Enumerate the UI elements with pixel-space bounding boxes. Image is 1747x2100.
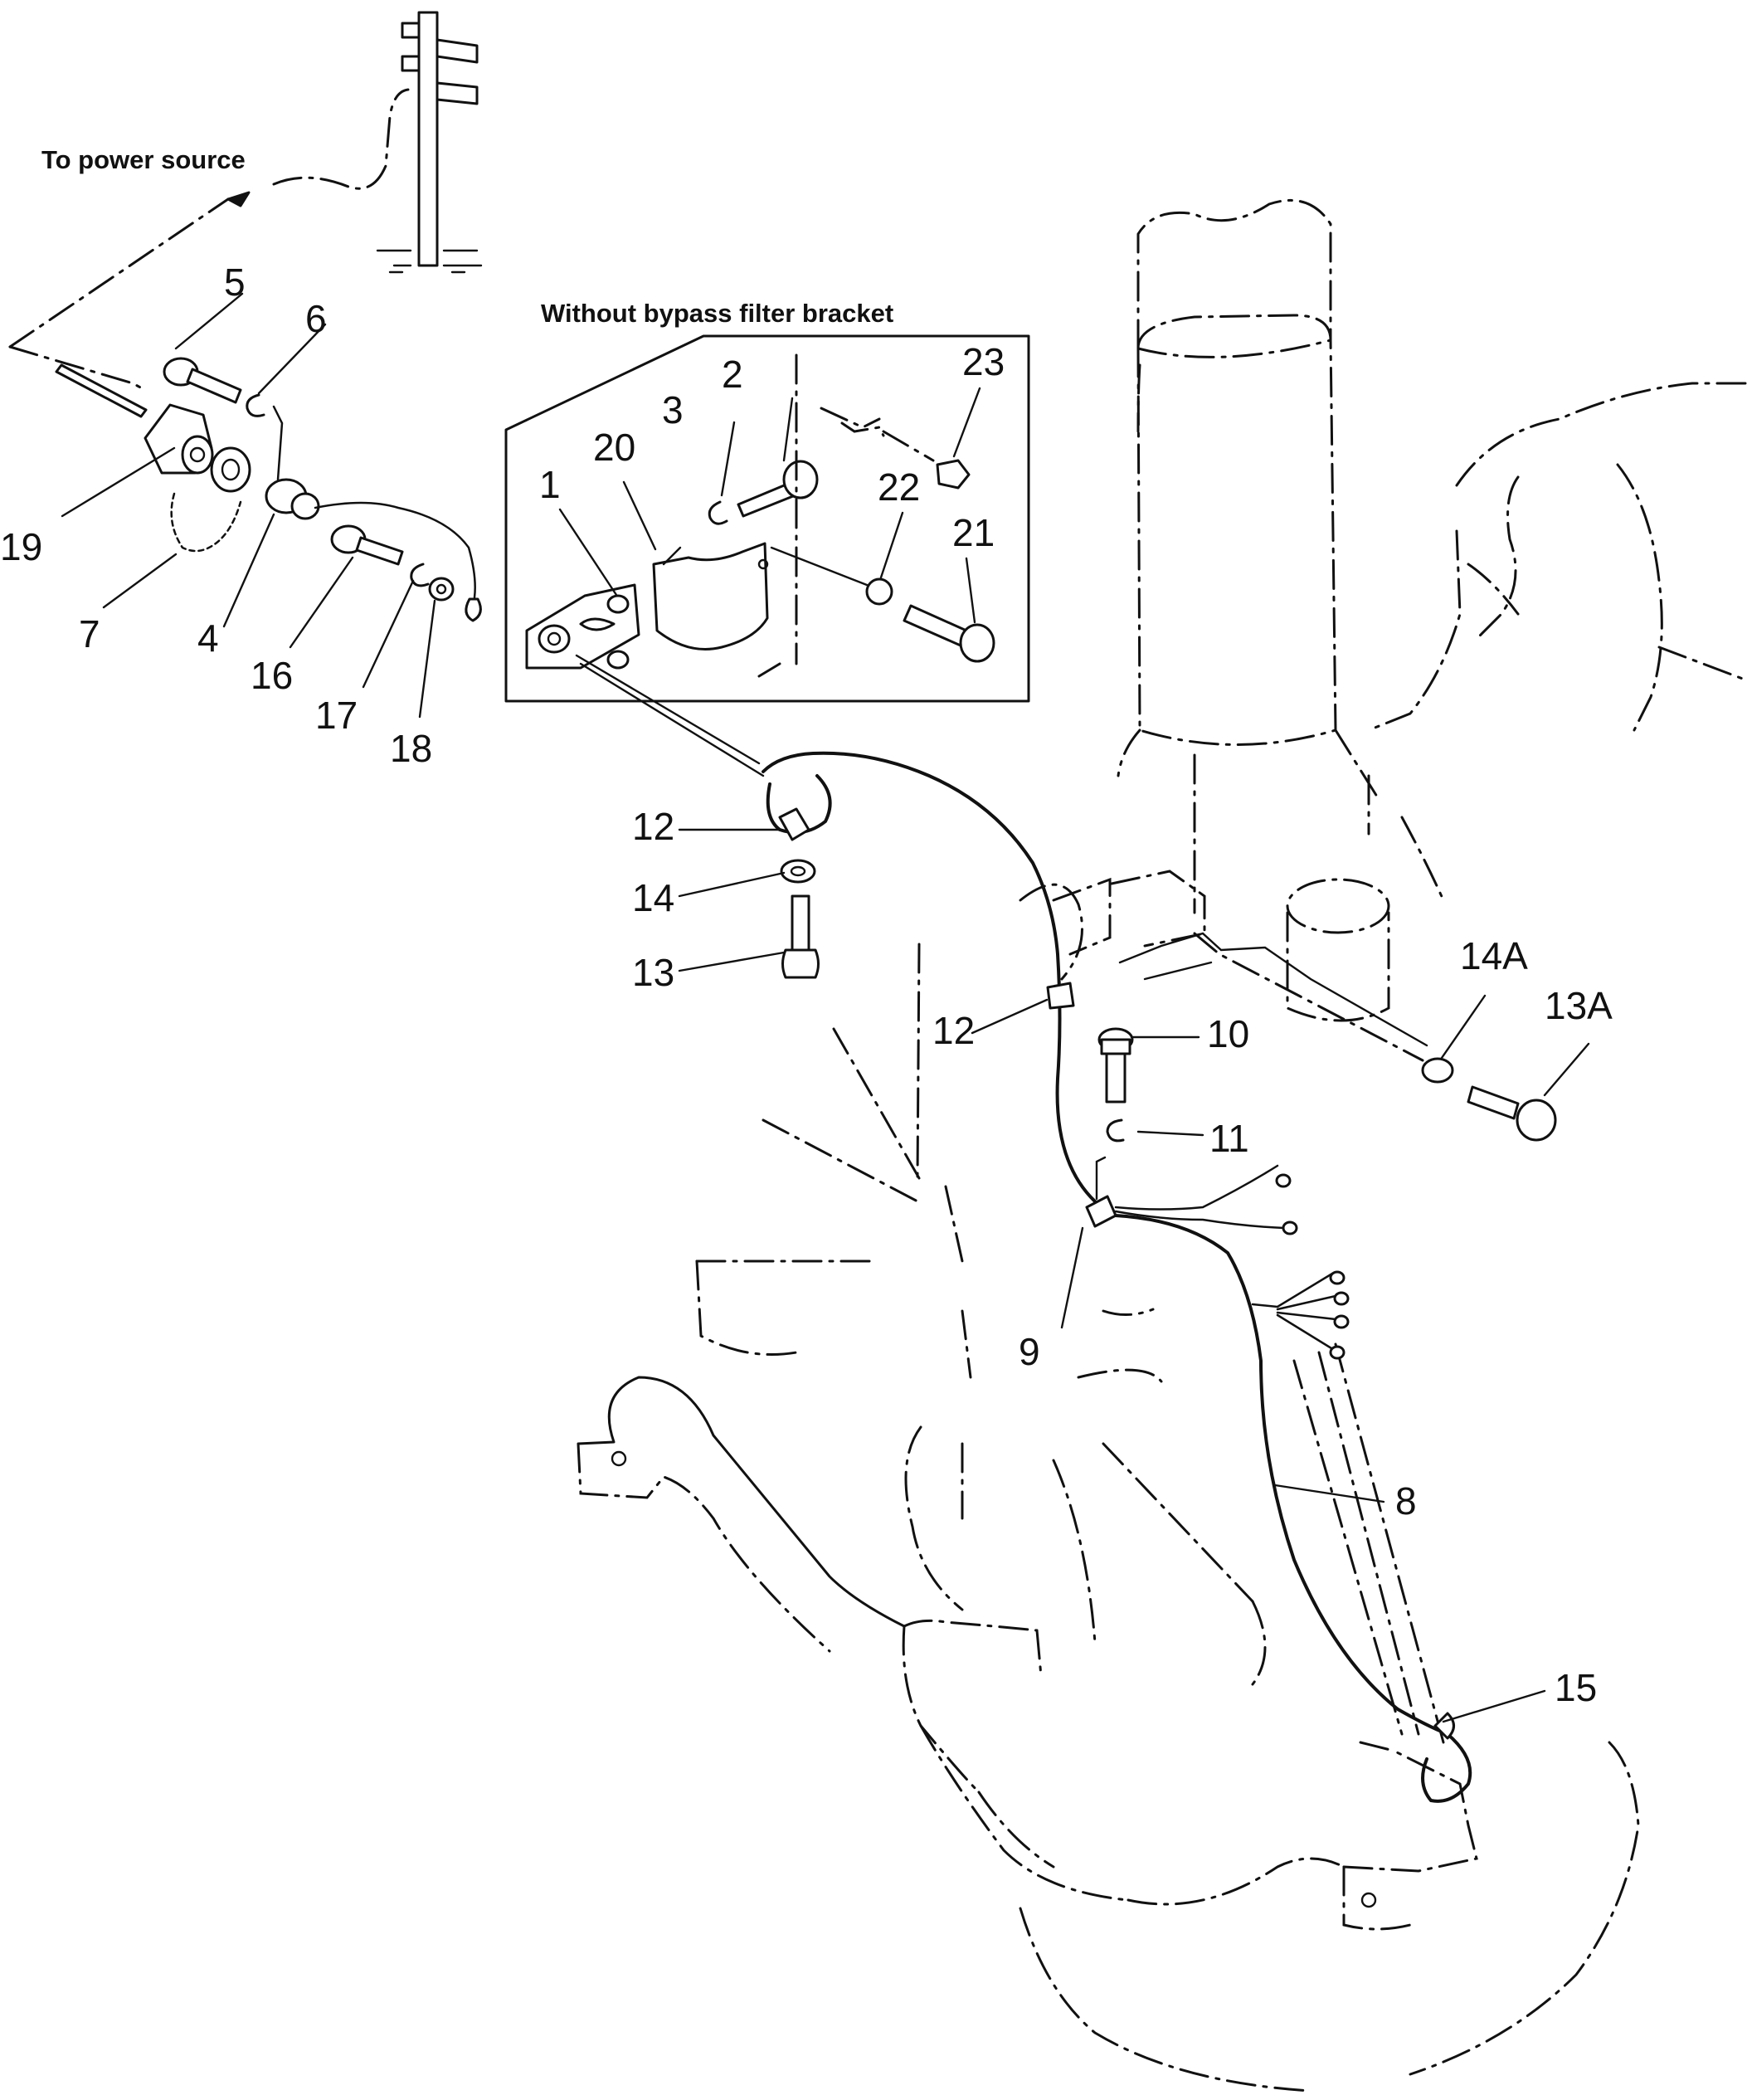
callout-9: 9	[1019, 1330, 1040, 1373]
inset-title: Without bypass filter bracket	[541, 299, 893, 328]
callout-12a: 12	[632, 805, 674, 848]
callout-10: 10	[1207, 1012, 1249, 1055]
mounting-hardware	[780, 859, 1557, 1143]
callout-21: 21	[952, 511, 995, 554]
callout-2: 2	[722, 353, 743, 396]
feed-arrow-icon	[226, 191, 251, 207]
power-source-caption: To power source	[41, 145, 246, 174]
callout-1: 1	[539, 463, 561, 506]
callout-4: 4	[197, 616, 219, 660]
callout-15: 15	[1555, 1666, 1597, 1709]
wire-harness	[575, 654, 1472, 1803]
callout-18: 18	[390, 727, 432, 770]
inset-frame	[504, 334, 1030, 703]
callout-17: 17	[315, 694, 358, 737]
callout-20: 20	[593, 426, 635, 469]
callout-5: 5	[224, 261, 246, 304]
leader-lines	[61, 292, 1590, 1723]
callout-11: 11	[1209, 1117, 1249, 1160]
callout-14a: 14A	[1460, 934, 1528, 977]
power-feed-wire	[8, 88, 410, 348]
callout-6: 6	[305, 297, 327, 340]
power-bus	[376, 11, 483, 274]
callout-8: 8	[1395, 1479, 1417, 1523]
callout-7: 7	[79, 612, 100, 655]
engine-outline	[577, 198, 1747, 2093]
inset-parts	[525, 353, 995, 678]
callout-16: 16	[251, 654, 293, 697]
callout-13: 13	[632, 951, 674, 994]
callout-13a: 13A	[1545, 984, 1613, 1027]
callout-labels: 1 2 3 4 5 6 7 8 9 10 11 12 12 13 13A 14 …	[0, 261, 1613, 1709]
connector-assembly	[55, 357, 482, 622]
callout-3: 3	[662, 388, 684, 431]
callout-22: 22	[878, 465, 920, 509]
callout-19: 19	[0, 525, 42, 568]
callout-14: 14	[632, 876, 674, 919]
callout-23: 23	[962, 340, 1005, 383]
callout-12b: 12	[932, 1009, 975, 1052]
